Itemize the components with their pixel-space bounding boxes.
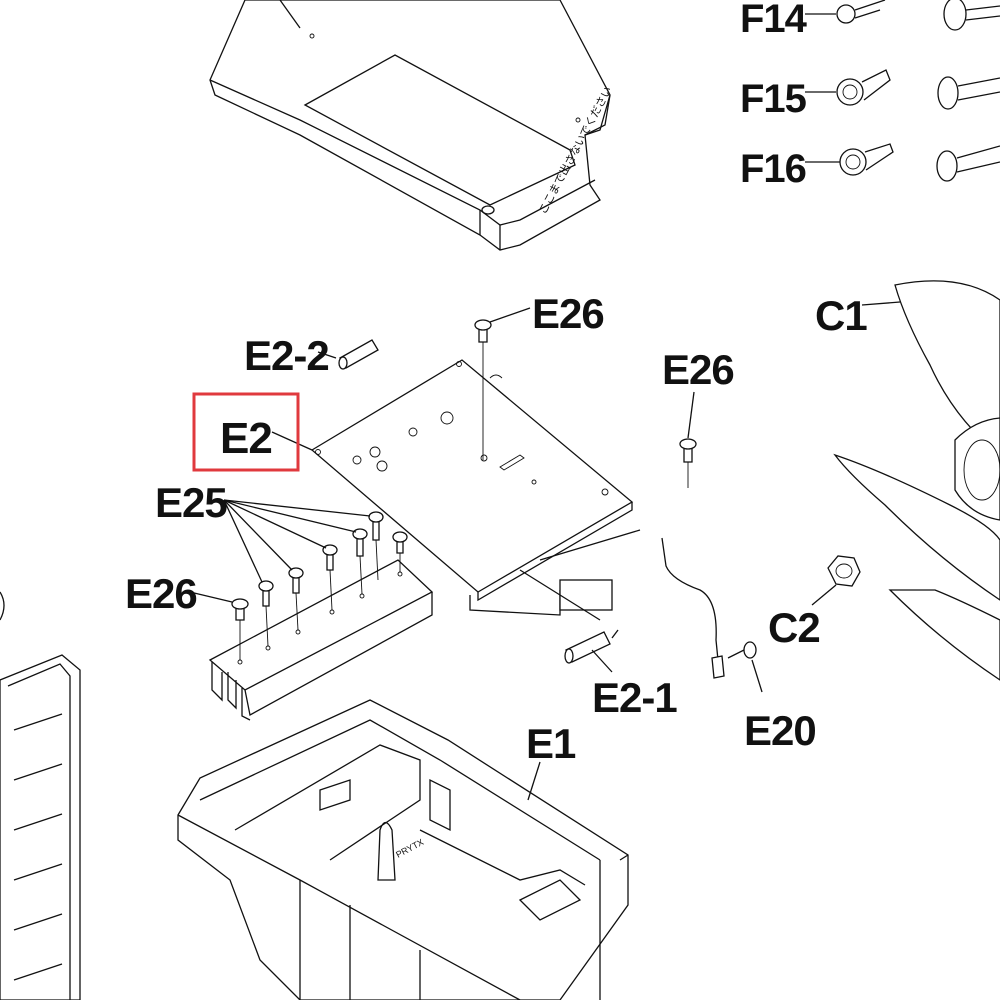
label-f16: F16 — [740, 147, 806, 191]
label-e2-1: E2-1 — [592, 674, 677, 721]
label-f15: F15 — [740, 77, 807, 121]
label-e25: E25 — [155, 479, 227, 526]
label-e26-top: E26 — [532, 290, 604, 337]
label-e26-left: E26 — [125, 570, 197, 617]
pcb-board — [310, 359, 641, 621]
board-screws-e26 — [474, 307, 697, 488]
fuse-e2-1 — [564, 629, 619, 673]
label-f14: F14 — [740, 0, 808, 41]
top-cover-plate: ここまで出さないでください — [209, 0, 615, 251]
fastener-screws — [805, 0, 1000, 182]
side-panel — [0, 591, 81, 1000]
leader-e2 — [271, 431, 313, 451]
e2-highlight-box — [192, 392, 300, 472]
label-c2: C2 — [768, 604, 820, 651]
label-e26-right: E26 — [662, 346, 734, 393]
label-c1: C1 — [815, 292, 867, 339]
fuse-e2-2 — [317, 339, 379, 370]
electrical-box-base: PRYTX — [177, 699, 629, 1000]
heatsink-screws-e25 — [189, 499, 408, 660]
fan-nut — [811, 555, 861, 606]
label-e20: E20 — [744, 707, 816, 754]
heatsink — [208, 559, 434, 721]
label-e2: E2 — [220, 414, 272, 463]
ground-wire — [661, 537, 763, 693]
fan-propeller — [833, 280, 1000, 681]
label-e2-2: E2-2 — [244, 332, 329, 379]
label-e1: E1 — [526, 720, 576, 767]
